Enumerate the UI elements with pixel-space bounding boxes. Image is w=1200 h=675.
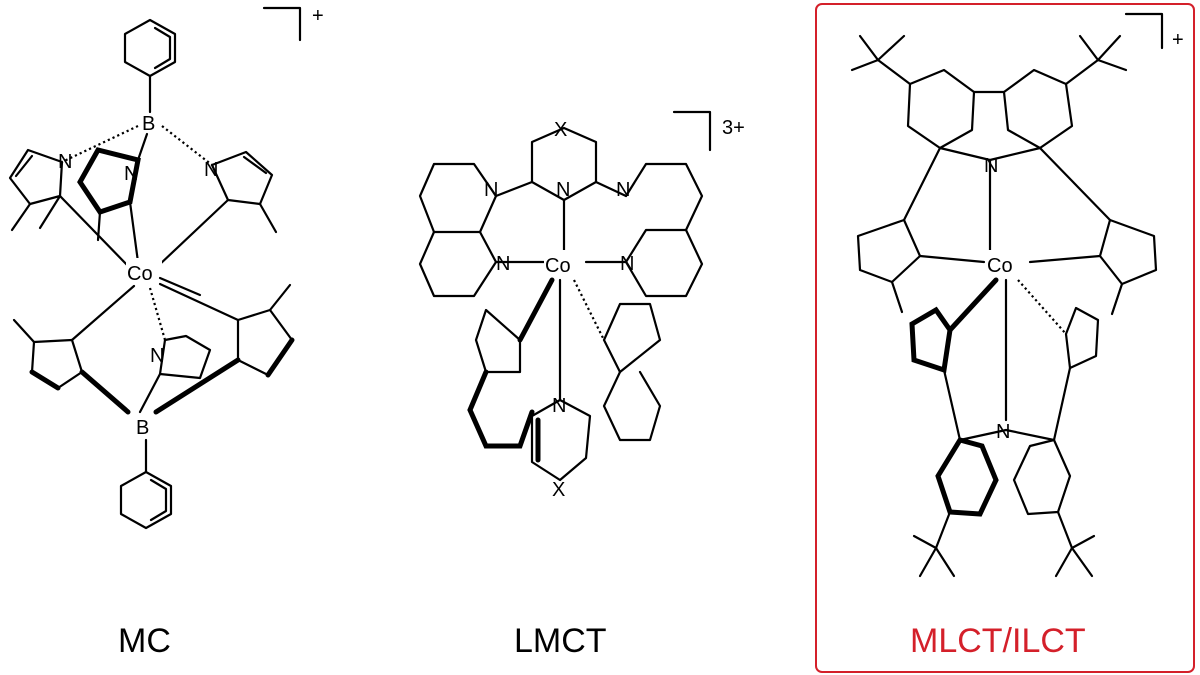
svg-text:N: N [496,253,510,275]
imidazole-ring-right [1098,218,1158,286]
svg-text:N: N [58,151,72,173]
caption-mlct-ilct: MLCT/ILCT [910,622,1086,660]
cobalt-center-lmct: Co [545,255,571,277]
imidazole-ring-3 [210,150,274,206]
boron-label-bottom: B [136,417,149,439]
carbazole-ring-bottom-left [935,437,999,517]
bicycle-right-top [624,162,704,264]
cobalt-center-mc: Co [127,263,153,285]
svg-text:N: N [984,155,998,177]
imidazole-ring-lower-right [1064,306,1100,370]
highlight-frame [815,3,1195,673]
svg-text:N: N [124,163,138,185]
charge-bracket-mlct [1124,12,1164,50]
bicycle-lower-right [602,302,662,374]
imidazole-ring-6 [236,308,294,377]
carbazole-ring-bottom-right [1012,438,1072,516]
imidazole-ring-5 [158,334,212,380]
svg-text:N: N [996,421,1010,443]
bicycle-right-bottom [624,228,704,298]
bicycle-lower-left [474,308,522,374]
imidazole-ring-4 [30,338,84,390]
caption-lmct: LMCT [514,622,607,660]
mc-complex-structure: B Co [8,18,295,530]
pyrazine-ring-bottom [530,398,592,482]
phenyl-ring-top [123,18,177,78]
svg-text:N: N [556,179,570,201]
caption-mc: MC [118,622,171,660]
cobalt-center-mlct: Co [987,255,1013,277]
bicycle-left-bottom [418,230,498,298]
svg-text:N: N [552,395,566,417]
x-label-top: X [554,119,567,141]
imidazole-ring-1 [8,148,64,206]
svg-text:N: N [484,179,498,201]
x-label-bottom: X [552,479,565,501]
carbazole-ring-left [906,68,976,150]
svg-text:N: N [150,345,164,367]
charge-mc: + [312,5,324,27]
nitrogen-labels: N N N N N N N N N N N N [58,151,1010,443]
charge-bracket-lmct [672,110,712,152]
svg-text:N: N [204,159,218,181]
phenyl-ring-bottom [119,470,173,530]
carbazole-ring-right [1002,68,1074,150]
svg-text:N: N [616,179,630,201]
charge-mlct: + [1172,29,1184,51]
boron-label-top: B [142,113,155,135]
imidazole-ring-left [856,218,922,284]
imidazole-ring-2 [77,147,141,215]
imidazole-ring-lower-left [909,306,953,374]
svg-text:N: N [620,253,634,275]
charge-bracket-mc [262,6,302,42]
lmct-complex-structure: X Co X [418,119,704,501]
mlct-complex-structure: Co [850,34,1158,578]
charge-lmct: 3+ [722,117,745,139]
